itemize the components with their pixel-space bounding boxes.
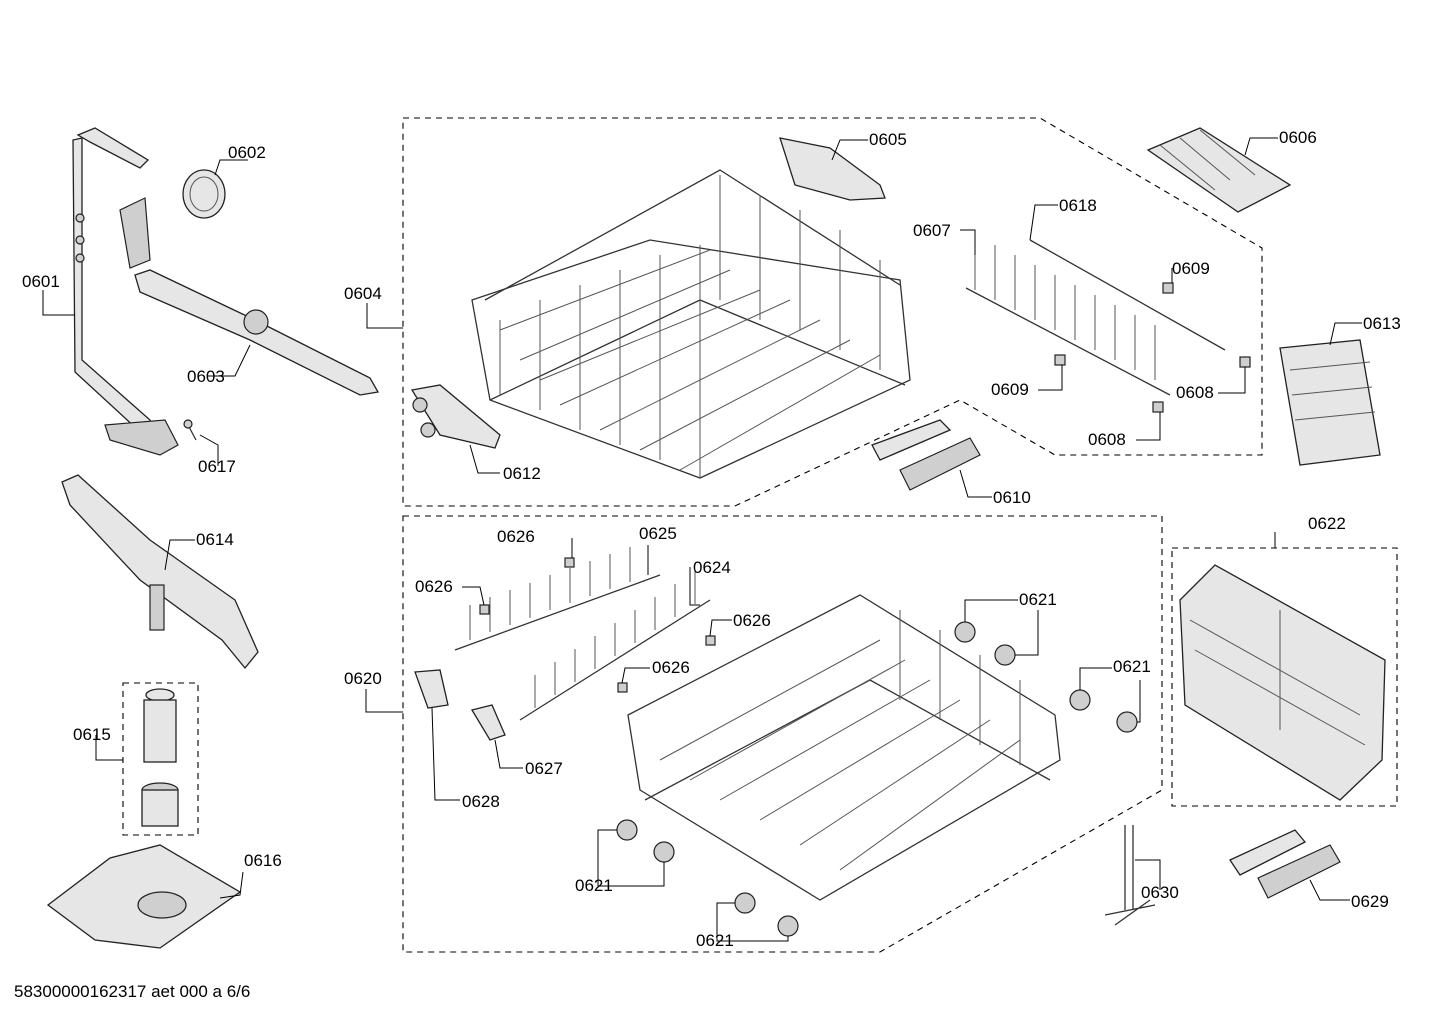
clip-0626-c-part: [705, 635, 716, 646]
upper-spray-arm-part: [119, 197, 380, 396]
callout-0617: 0617: [198, 457, 236, 476]
callout-0603: 0603: [187, 367, 225, 386]
holder-0627-part: [470, 704, 506, 741]
rack-handle-lower-part: [1229, 829, 1341, 899]
callout-0608-lower: 0608: [1088, 430, 1126, 449]
folding-tine-rack-part: [965, 230, 1226, 396]
callout-0626-a: 0626: [497, 527, 535, 546]
callout-0622: 0622: [1308, 514, 1346, 533]
lower-spray-arm-part: [61, 474, 259, 670]
callout-0602: 0602: [228, 143, 266, 162]
wire-holder-part: [1104, 825, 1156, 926]
callout-0615: 0615: [73, 725, 111, 744]
callout-0626-d: 0626: [652, 658, 690, 677]
callout-0608-upper: 0608: [1176, 383, 1214, 402]
filter-group-outline: [122, 682, 199, 836]
micro-filter-plate-part: [46, 844, 242, 949]
callout-0604: 0604: [344, 284, 382, 303]
callout-0618: 0618: [1059, 196, 1097, 215]
clip-0608-lower-part: [1152, 401, 1164, 413]
rack-adjuster-bracket-part: [779, 137, 886, 201]
callout-0626-b: 0626: [415, 577, 453, 596]
callout-0630: 0630: [1141, 883, 1179, 902]
callout-0613: 0613: [1363, 314, 1401, 333]
callout-0610: 0610: [993, 488, 1031, 507]
leader-lines: [42, 137, 1362, 942]
small-parts-basket-part: [1279, 339, 1381, 466]
tine-row-0624-part: [519, 571, 711, 721]
callout-0627: 0627: [525, 759, 563, 778]
rack-wheels-part: [616, 621, 1138, 937]
clip-0626-b-part: [479, 604, 490, 615]
lower-rack-group-outline: [402, 515, 1163, 953]
clip-0608-upper-part: [1239, 356, 1251, 368]
callout-0607: 0607: [913, 221, 951, 240]
lower-rack-part: [627, 594, 1061, 901]
clip-0609-upper-part: [1162, 282, 1174, 294]
callout-0620: 0620: [344, 669, 382, 688]
callout-0626-c: 0626: [733, 611, 771, 630]
callout-0605: 0605: [869, 130, 907, 149]
callout-0612: 0612: [503, 464, 541, 483]
callout-0609-upper: 0609: [1172, 259, 1210, 278]
callout-0621-d: 0621: [696, 931, 734, 950]
rack-roller-bracket-part: [410, 384, 501, 449]
tine-row-0625-part: [454, 547, 661, 651]
supply-pipe-part: [72, 127, 179, 456]
document-code: 58300000162317 aet 000 a 6/6: [14, 982, 251, 1001]
callout-0606: 0606: [1279, 128, 1317, 147]
shelf-insert-part: [1146, 127, 1292, 213]
callout-0601: 0601: [22, 272, 60, 291]
spray-nozzle-part: [182, 169, 226, 219]
callout-labels: 0601 0602 0603 0604 0605 0606 0607 0618 …: [22, 128, 1401, 950]
clip-0626-a-part: [564, 557, 575, 568]
callout-0609-lower: 0609: [991, 380, 1029, 399]
callout-0621-c: 0621: [575, 876, 613, 895]
screw-part: [183, 419, 197, 441]
callout-0624: 0624: [693, 558, 731, 577]
cutlery-basket-group-outline: [1171, 547, 1398, 807]
fine-filter-part: [141, 688, 179, 827]
clip-0609-lower-part: [1054, 354, 1066, 366]
cutlery-basket-part: [1179, 564, 1386, 801]
clip-0626-d-part: [617, 682, 628, 693]
upper-rack-part: [471, 169, 911, 479]
callout-0614: 0614: [196, 530, 234, 549]
callout-0625: 0625: [639, 524, 677, 543]
callout-0621-b: 0621: [1113, 657, 1151, 676]
callout-0629: 0629: [1351, 892, 1389, 911]
callout-0621-a: 0621: [1019, 590, 1057, 609]
rack-handle-upper-part: [871, 419, 981, 491]
callout-0628: 0628: [462, 792, 500, 811]
callout-0616: 0616: [244, 851, 282, 870]
holder-0628-part: [414, 669, 449, 709]
